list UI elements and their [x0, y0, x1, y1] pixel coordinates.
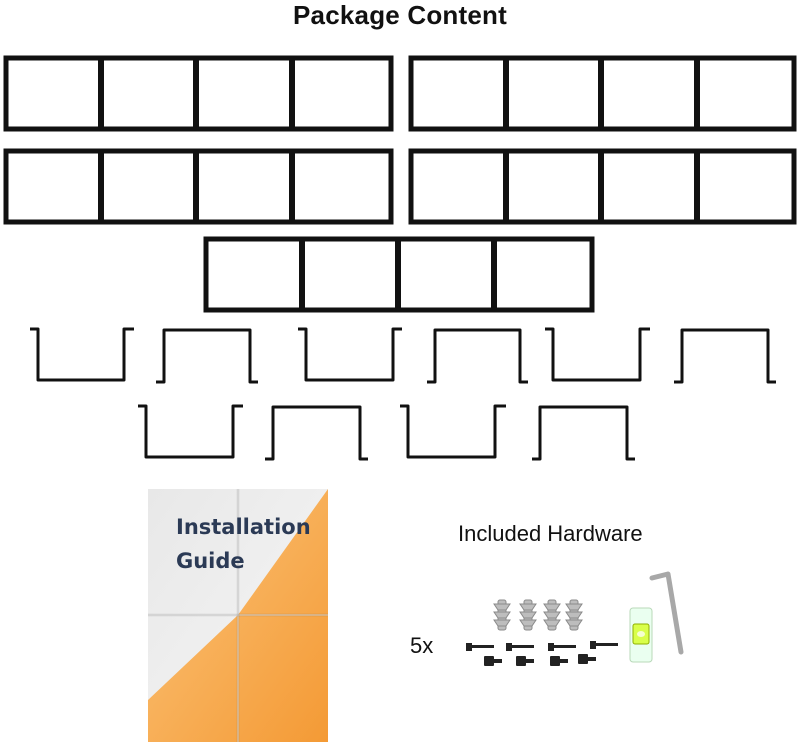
guide-title-line2: Guide: [176, 549, 245, 573]
hardware-set: [466, 571, 684, 666]
bolt: [484, 656, 502, 666]
bolt: [578, 654, 596, 664]
bracket: [30, 327, 134, 382]
shelf-frame: [408, 148, 797, 225]
shelf-frame: [203, 236, 595, 313]
screw: [506, 643, 534, 651]
screw: [590, 641, 618, 649]
hardware-label: Included Hardware: [458, 521, 643, 546]
screw: [548, 643, 576, 651]
bracket: [298, 327, 402, 382]
bracket: [400, 404, 506, 459]
bracket: [265, 405, 368, 461]
bolt: [516, 656, 534, 666]
bracket: [138, 404, 243, 459]
shelf-frame: [408, 55, 797, 132]
installation-guide: Installation Guide: [148, 489, 328, 742]
bubble-level: [629, 607, 653, 663]
wall-anchor: [519, 599, 537, 631]
shelf-frame: [3, 148, 394, 225]
bracket: [532, 405, 635, 461]
bolt: [550, 656, 568, 666]
shelf-frame: [3, 55, 394, 132]
hex-key-icon: [649, 571, 684, 655]
wall-anchor: [565, 599, 583, 631]
bracket: [156, 328, 258, 384]
bracket: [674, 328, 776, 384]
bracket: [545, 327, 650, 382]
wall-anchor: [543, 599, 561, 631]
bracket: [427, 328, 528, 384]
wall-anchor: [493, 599, 511, 631]
screw: [466, 643, 494, 651]
hardware-quantity: 5x: [410, 633, 434, 658]
page-title: Package Content: [293, 0, 507, 30]
guide-title-line1: Installation: [176, 515, 311, 539]
